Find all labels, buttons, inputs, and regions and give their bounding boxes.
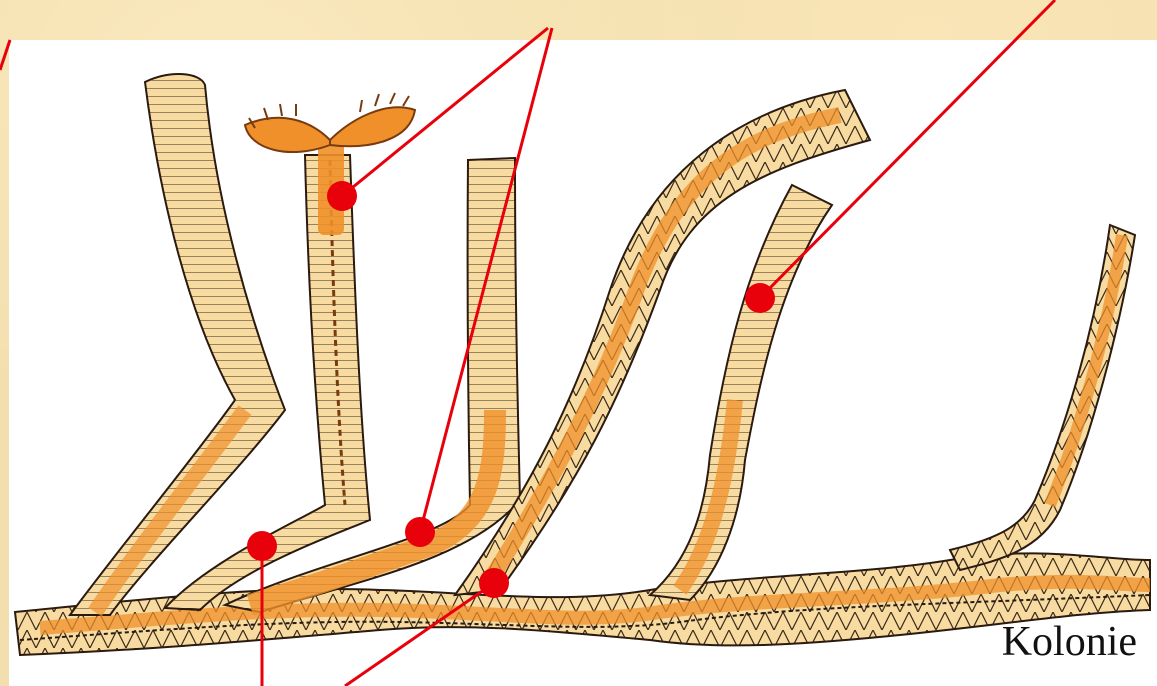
polyp-crown xyxy=(245,93,415,152)
leader-line-left-edge xyxy=(0,40,10,70)
marker-polyp xyxy=(327,181,357,211)
marker-bottom-right xyxy=(479,568,509,598)
tube-far-right xyxy=(950,225,1135,570)
marker-tube-wall xyxy=(745,283,775,313)
marker-bottom-left xyxy=(247,531,277,561)
tube-empty-left xyxy=(70,74,285,615)
caption-label: Kolonie xyxy=(1002,618,1137,666)
marker-tissue xyxy=(405,517,435,547)
